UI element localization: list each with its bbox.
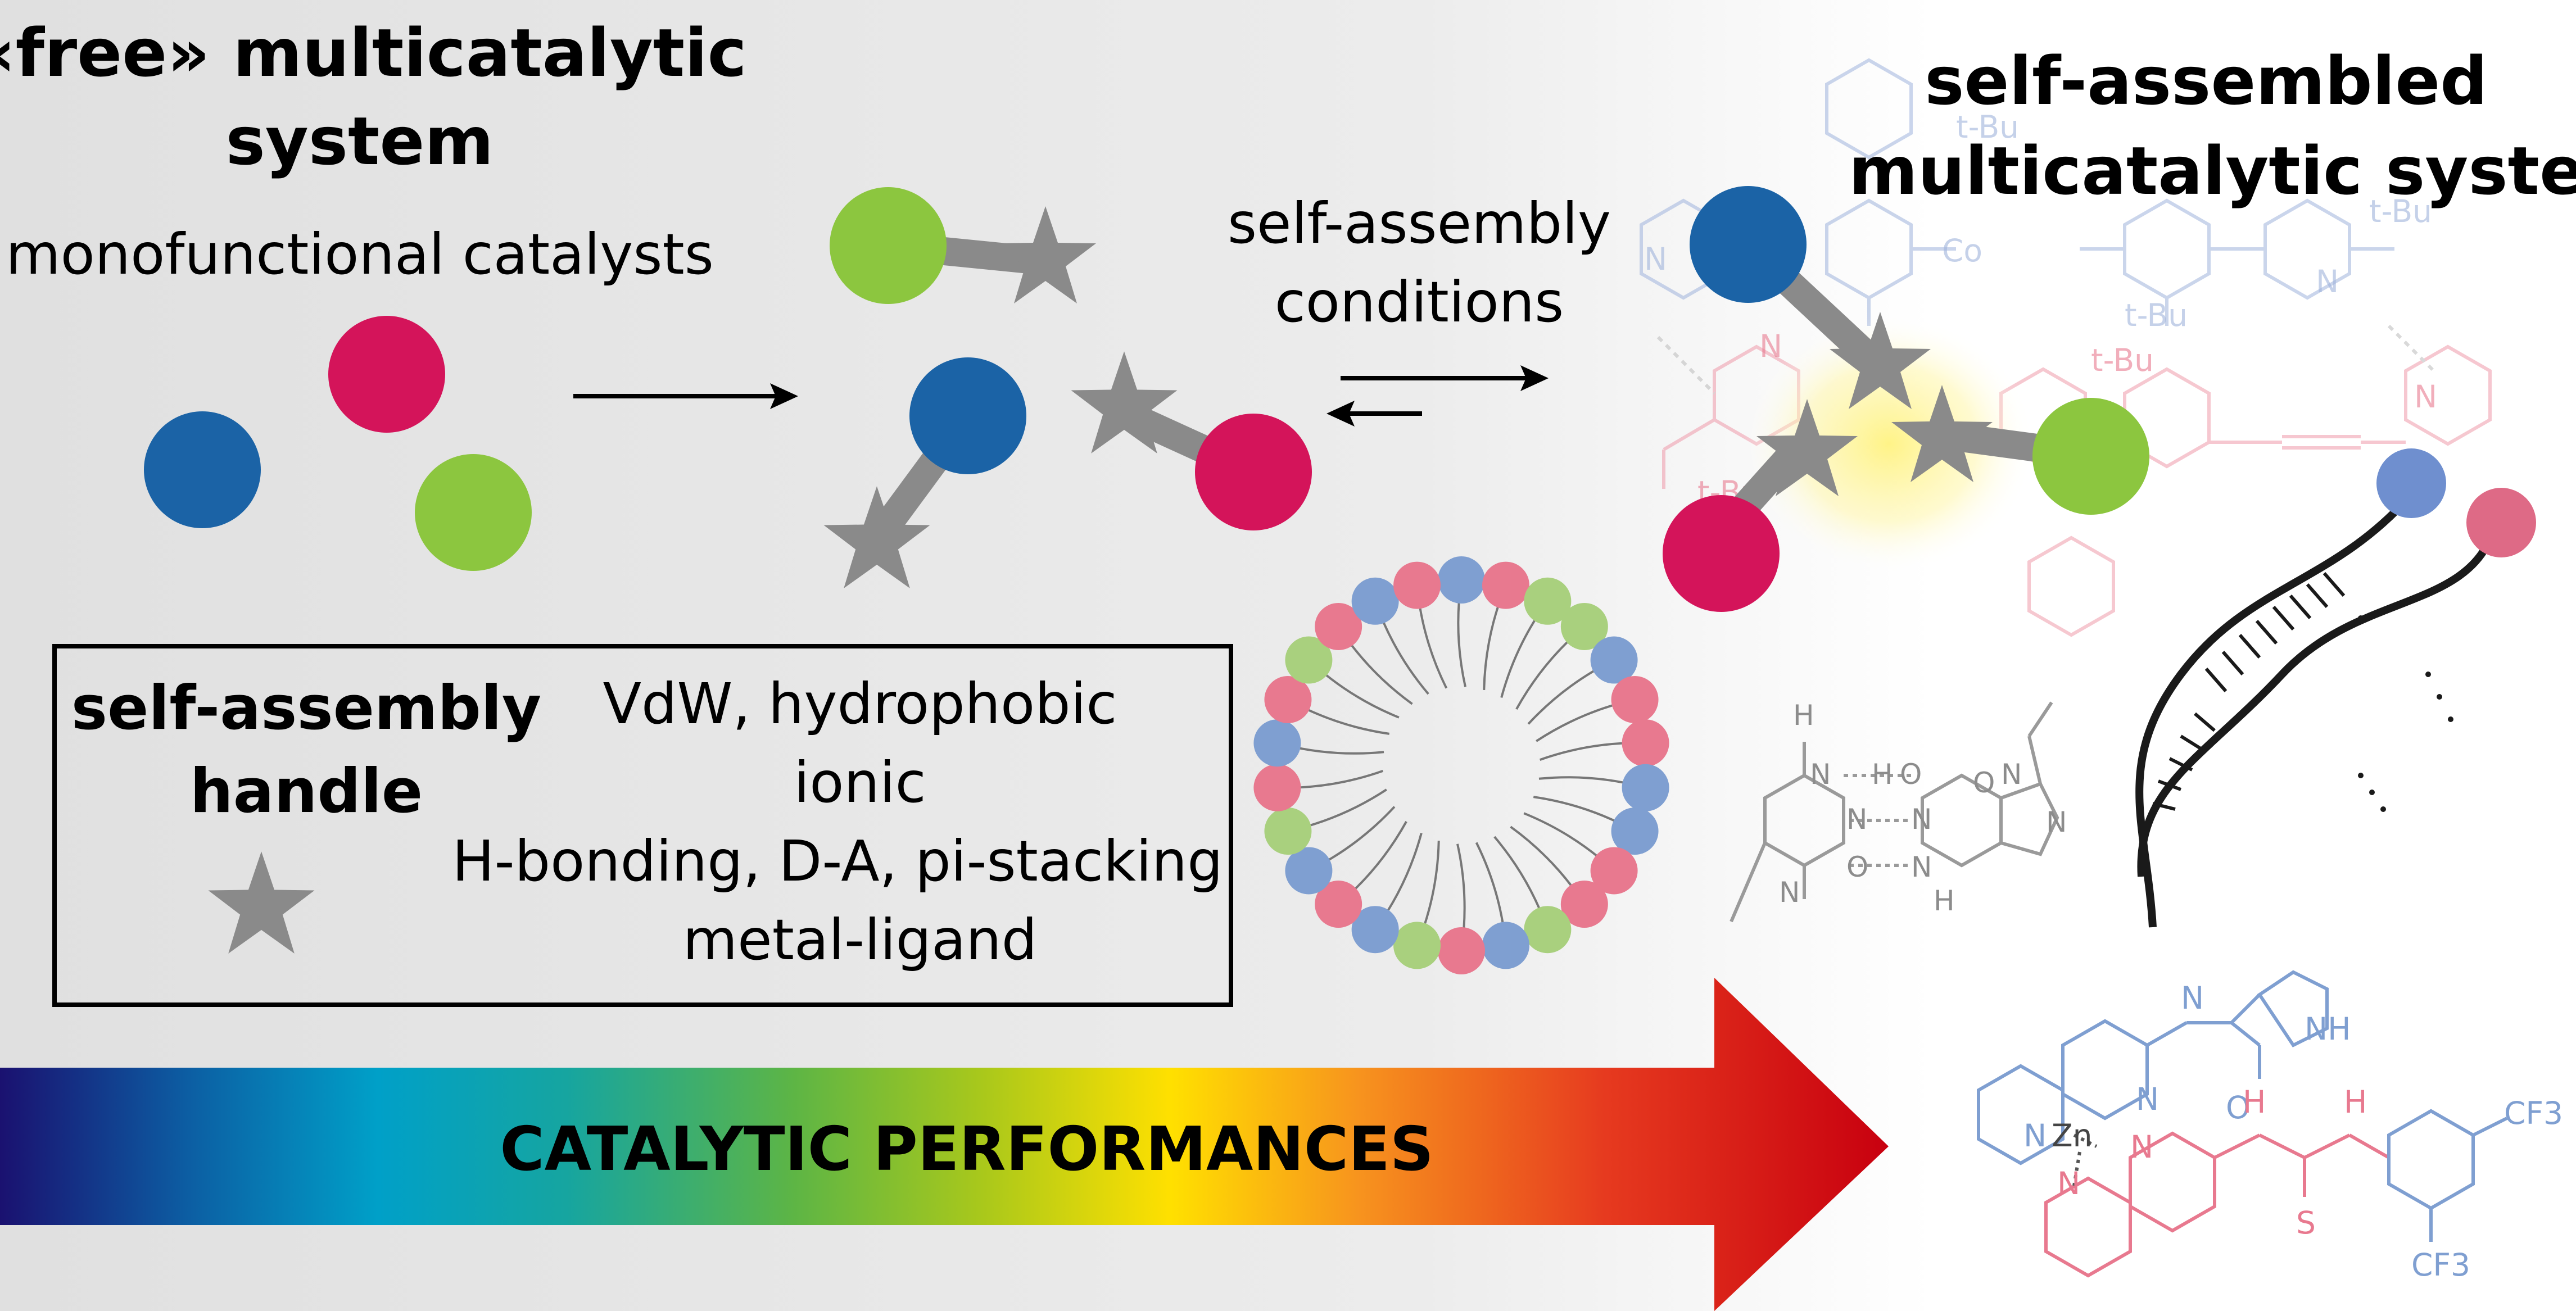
micelle-head [1590, 636, 1638, 684]
micelle-head [1285, 636, 1333, 684]
interaction-2: ionic [794, 750, 926, 815]
zn-complex-structure [1977, 970, 2508, 1278]
arrow-right-1 [573, 383, 798, 409]
micelle-head [1264, 808, 1312, 855]
svg-text:N: N [2316, 264, 2339, 300]
left-title-line2: system [226, 102, 494, 180]
svg-text:S: S [2296, 1205, 2316, 1241]
zn-complex-labels: Zn N N N O NH N N H H S CF3 CF3 [2023, 980, 2563, 1283]
micelle-head [1611, 675, 1659, 723]
micelle-head [1315, 602, 1362, 650]
svg-text:H: H [1934, 884, 1955, 917]
left-title-line1: «free» multicatalytic [0, 14, 747, 92]
assembly-glow [1742, 315, 2035, 573]
svg-text:H: H [1872, 758, 1893, 791]
svg-text:N: N [1779, 876, 1800, 909]
left-subtitle: monofunctional catalysts [6, 221, 714, 287]
micelle-head [1393, 922, 1441, 969]
svg-text:N: N [1911, 851, 1932, 883]
svg-text:N: N [1846, 803, 1867, 836]
svg-text:O: O [1846, 851, 1868, 883]
green-catalyst [415, 454, 532, 571]
svg-text:N: N [2001, 758, 2022, 791]
svg-text:CF3: CF3 [2504, 1095, 2563, 1131]
svg-text:t-Bu: t-Bu [2125, 297, 2188, 333]
svg-text:N: N [2414, 379, 2437, 415]
micelle-head [1351, 577, 1399, 625]
micelle-head [1351, 906, 1399, 954]
equilibrium-arrows [1327, 365, 1549, 427]
right-title-line2: multicatalytic system [1849, 132, 2576, 210]
svg-text:N: N [1644, 241, 1667, 277]
dna-helix [2135, 448, 2536, 928]
blue-catalyst [144, 411, 261, 528]
svg-text:N: N [1911, 803, 1932, 836]
svg-text:Zn: Zn [2052, 1118, 2093, 1154]
micelle-head [1524, 906, 1572, 954]
handle-title-line2: handle [190, 756, 423, 827]
micelle-head [1590, 847, 1638, 895]
svg-text:O: O [1973, 766, 1995, 799]
micelle-head [1560, 602, 1608, 650]
svg-text:t-Bu: t-Bu [2369, 193, 2432, 229]
svg-text:N: N [2130, 1129, 2153, 1165]
svg-text:O: O [1900, 758, 1922, 791]
blue-catalyst-with-handle [823, 357, 1026, 588]
micelle-head [1560, 881, 1608, 928]
svg-text:Co: Co [1942, 233, 1982, 269]
green-catalyst-with-handle [830, 187, 1096, 304]
performance-arrow-label: CATALYTIC PERFORMANCES [500, 1114, 1433, 1185]
micelle-head [1438, 927, 1485, 974]
interaction-1: VdW, hydrophobic [603, 671, 1117, 737]
svg-text:t-Bu: t-Bu [2091, 342, 2154, 378]
svg-text:H: H [2243, 1084, 2266, 1120]
micelle-head [1438, 556, 1485, 604]
red-catalyst [328, 316, 445, 433]
micelle-head [1622, 719, 1669, 767]
handle-title-line1: self-assembly [71, 673, 541, 743]
right-title-line1: self-assembled [1925, 42, 2487, 120]
svg-text:NH: NH [2305, 1011, 2351, 1047]
svg-text:H: H [2344, 1084, 2367, 1120]
performance-arrow [0, 978, 1889, 1311]
interaction-3: H-bonding, D-A, pi-stacking [452, 828, 1223, 894]
micelle-head [1253, 719, 1301, 767]
micelle-head [1611, 808, 1659, 855]
svg-text:N: N [1759, 328, 1782, 364]
handle-box [52, 644, 1233, 1007]
micelle-head [1622, 764, 1669, 811]
micelle-head [1482, 561, 1529, 609]
svg-text:N: N [2057, 1165, 2080, 1201]
micelle-head [1315, 881, 1362, 928]
micelle-head [1393, 561, 1441, 609]
interaction-4: metal-ligand [683, 907, 1037, 973]
micelle-head [1285, 847, 1333, 895]
svg-text:H: H [1793, 699, 1814, 732]
base-pair-labels: H N H O N N O N H O N N N [1779, 699, 2067, 917]
svg-text:N: N [2046, 806, 2067, 838]
micelle [1253, 556, 1669, 974]
svg-text:N: N [2181, 980, 2204, 1016]
micelle-head [1264, 675, 1312, 723]
micelle-head [1482, 922, 1529, 969]
micelle-head [1253, 764, 1301, 811]
equilibrium-label-line2: conditions [1275, 269, 1564, 335]
svg-text:t-Bu: t-Bu [1956, 109, 2019, 145]
svg-text:CF3: CF3 [2411, 1247, 2470, 1283]
self-assembled-complex [1663, 186, 2149, 612]
svg-text:N: N [1810, 758, 1831, 791]
base-pair-structure [1730, 701, 2059, 923]
svg-text:N: N [2136, 1081, 2159, 1117]
svg-text:O: O [2226, 1090, 2250, 1126]
background-chemical-structure [1640, 58, 2492, 637]
svg-text:N: N [2023, 1118, 2047, 1154]
background-chem-labels: N t-Bu t-Bu t-Bu t-Bu t-Bu Co N N N [1644, 109, 2437, 510]
red-catalyst-with-handle [1071, 351, 1312, 530]
equilibrium-label-line1: self-assembly [1228, 190, 1611, 256]
micelle-head [1524, 577, 1572, 625]
